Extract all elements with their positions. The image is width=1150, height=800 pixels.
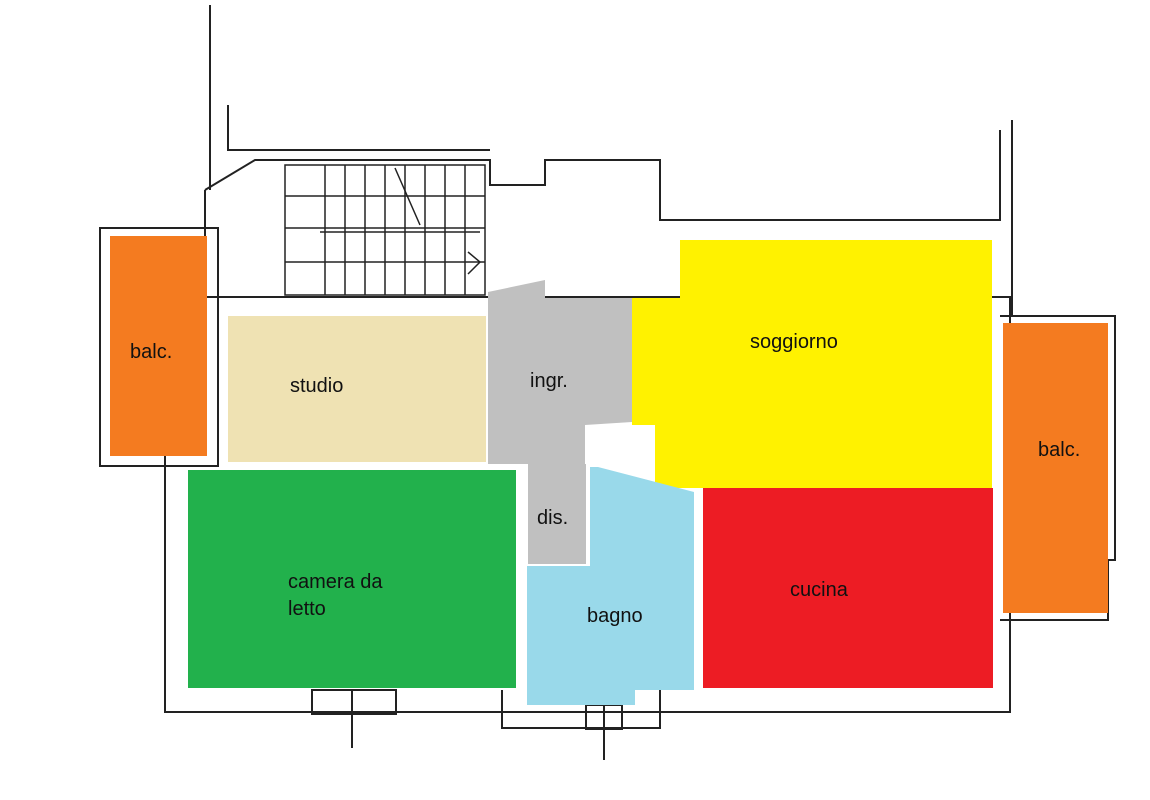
room-hallway [528,464,586,564]
balcony-left-wall [99,227,219,467]
room-entrance [488,280,632,464]
label-bathroom: bagno [587,605,643,627]
room-bedroom [188,470,516,688]
labels: balc. studio ingr. soggiorno balc. dis. … [130,331,1080,627]
label-kitchen: cucina [790,579,849,601]
staircase [284,164,486,296]
rooms [110,236,1108,705]
room-kitchen [703,488,993,688]
room-studio [228,316,486,462]
label-balcony-left: balc. [130,341,172,363]
label-hallway: dis. [537,507,568,529]
stair-arrow [320,167,482,275]
label-studio: studio [290,375,343,397]
stair-risers [285,165,485,295]
balcony-right-wall [1000,315,1116,621]
room-balcony-right [1003,323,1108,613]
label-bedroom-line2: letto [288,598,326,620]
label-balcony-right: balc. [1038,439,1080,461]
room-balcony-left [110,236,207,456]
label-bedroom-line1: camera da [288,571,383,593]
bathroom-recess-wall [501,690,661,729]
room-living [632,240,992,488]
label-living-room: soggiorno [750,331,838,353]
room-bathroom [527,467,694,705]
label-entrance: ingr. [530,370,568,392]
window-bedroom [311,689,397,715]
